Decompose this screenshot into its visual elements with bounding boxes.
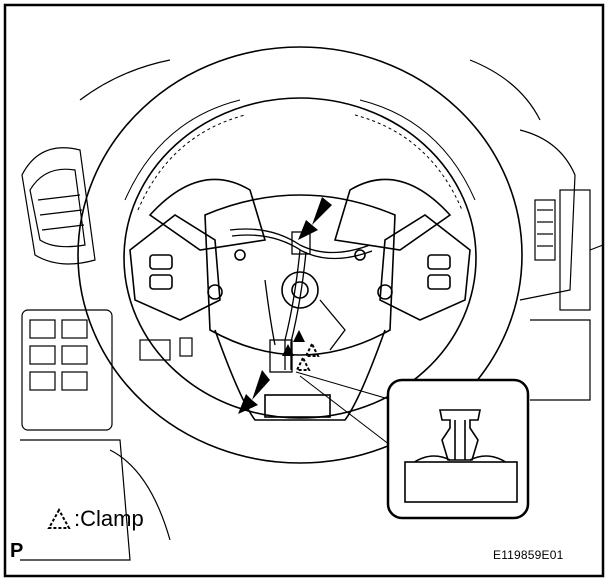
arrow-lower-icon (238, 370, 270, 414)
clamp-triangle-icon (295, 355, 311, 371)
corner-letter: P (10, 540, 24, 562)
dashboard-background (20, 59, 604, 561)
clamp-legend: :Clamp (46, 506, 144, 532)
arrow-upper-icon (298, 197, 332, 240)
clamp-triangle-icon (282, 344, 294, 356)
leader-line (299, 375, 391, 446)
wire-harness (229, 228, 373, 373)
clamp-triangle-icon (47, 508, 71, 529)
clamp-triangle-icon (293, 330, 305, 342)
clamp-markers (282, 330, 320, 371)
clamp-legend-label: :Clamp (74, 506, 144, 531)
leader-line (295, 371, 393, 401)
clamp-detail-inset (386, 378, 530, 520)
steering-wheel (77, 46, 523, 464)
figure-id: E119859E01 (493, 548, 564, 562)
clamp-triangle-icon (304, 341, 320, 357)
figure-border (3, 3, 605, 578)
